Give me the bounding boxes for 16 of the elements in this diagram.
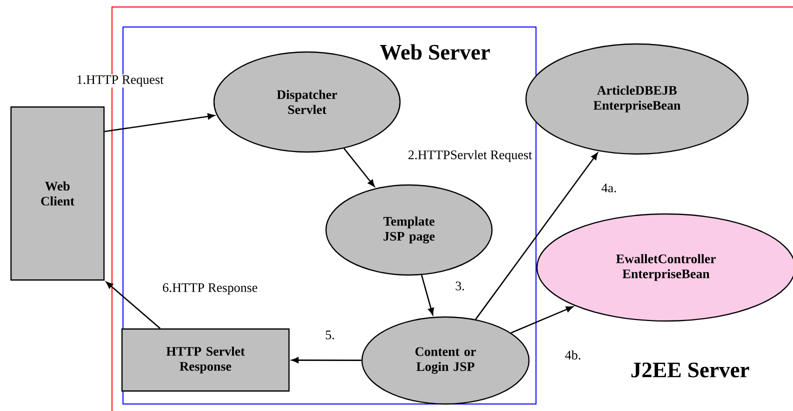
arrow bbox=[292, 357, 362, 364]
arrow bbox=[344, 148, 375, 187]
arrow bbox=[510, 306, 574, 334]
response-box: HTTP Servlet Response bbox=[121, 328, 290, 392]
arrow bbox=[420, 274, 434, 315]
frame-title: J2EE Server bbox=[631, 362, 750, 378]
edge-label: 3. bbox=[454, 280, 466, 292]
arrow bbox=[475, 152, 598, 320]
edge-label: 5. bbox=[324, 330, 336, 340]
arrow bbox=[104, 113, 215, 132]
edge-label: 4b. bbox=[564, 349, 582, 361]
edge-label: 1.HTTP Request bbox=[75, 74, 165, 88]
arrow bbox=[106, 282, 161, 329]
client-box: Web Client bbox=[10, 106, 105, 281]
edge-label: 4a. bbox=[600, 182, 618, 194]
edge-label: 6.HTTP Response bbox=[161, 282, 259, 296]
